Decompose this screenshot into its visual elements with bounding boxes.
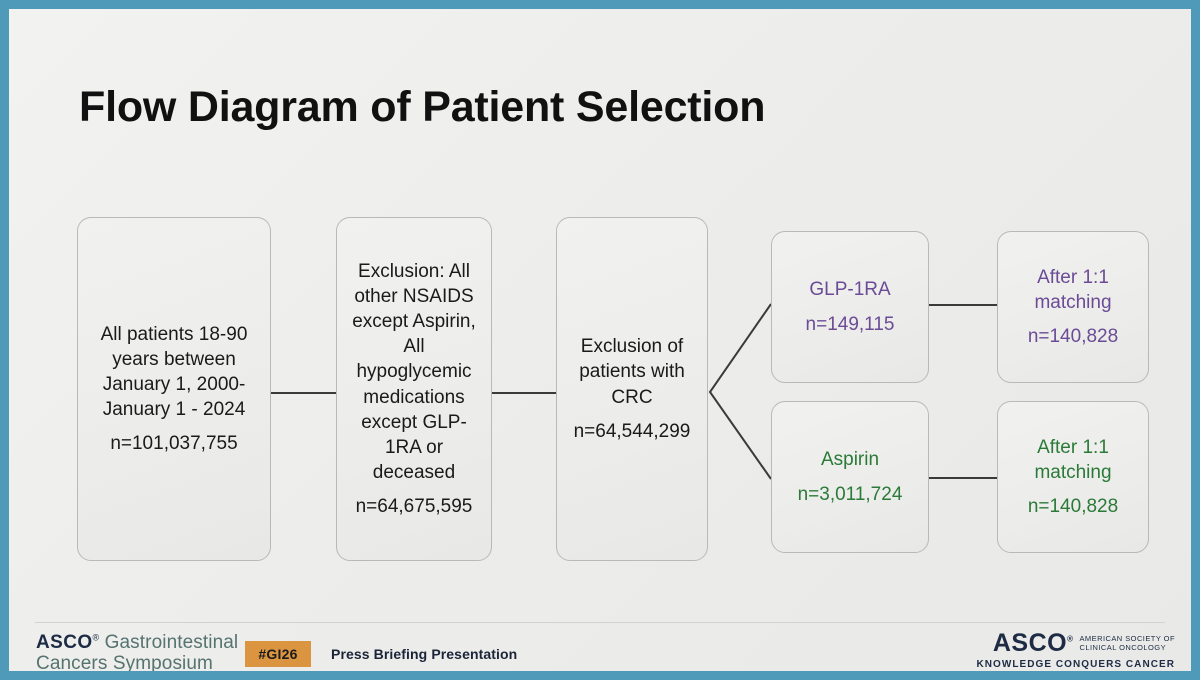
connector-exclusion-to-crc (492, 392, 557, 394)
flow-box-count: n=140,828 (1027, 326, 1119, 348)
flow-box-count: n=101,037,755 (110, 433, 238, 455)
flow-box-aspirin: Aspirin n=3,011,724 (771, 401, 929, 553)
flow-box-exclusion-crc: Exclusion of patients with CRC n=64,544,… (556, 217, 708, 561)
flow-box-exclusion-meds: Exclusion: All other NSAIDS except Aspir… (336, 217, 492, 561)
flow-box-text: Aspirin (820, 449, 880, 471)
connector-all-to-exclusion (271, 392, 337, 394)
flow-box-glp1ra: GLP-1RA n=149,115 (771, 231, 929, 383)
symposium-name: Gastrointestinal Cancers Symposium (36, 632, 239, 675)
flow-box-text: Exclusion: All other NSAIDS except Aspir… (352, 261, 476, 483)
asco-wordmark: ASCO (36, 632, 93, 653)
registered-mark-icon: ® (1067, 634, 1074, 644)
page-title: Flow Diagram of Patient Selection (79, 83, 766, 131)
asco-society-name: AMERICAN SOCIETY OF CLINICAL ONCOLOGY (1079, 634, 1175, 653)
flow-box-count: n=64,544,299 (573, 420, 691, 442)
flow-box-all-patients: All patients 18-90 years between January… (77, 217, 271, 561)
flow-box-aspirin-matched: After 1:1 matching n=140,828 (997, 401, 1149, 553)
slide-footer: ASCO® Gastrointestinal Cancers Symposium (9, 627, 1191, 675)
flow-box-count: n=140,828 (1027, 496, 1119, 518)
asco-tagline: KNOWLEDGE CONQUERS CANCER (976, 659, 1175, 670)
flow-box-count: n=3,011,724 (797, 483, 903, 505)
flow-box-count: n=64,675,595 (355, 495, 473, 517)
branch-connector (708, 303, 772, 480)
flow-box-text: GLP-1RA (809, 279, 891, 301)
asco-logo-wordmark: ASCO® (993, 631, 1074, 656)
flow-box-text: All patients 18-90 years between January… (100, 323, 248, 421)
flow-box-count: n=149,115 (805, 313, 895, 335)
connector-aspirin-to-matching (929, 477, 998, 479)
footer-divider (35, 622, 1165, 623)
asco-logo-text: ASCO (992, 629, 1068, 657)
press-briefing-label: Press Briefing Presentation (331, 646, 518, 662)
asco-symposium-logo: ASCO® Gastrointestinal Cancers Symposium (36, 632, 239, 675)
registered-mark-icon: ® (92, 632, 100, 643)
hashtag-badge: #GI26 (245, 641, 311, 667)
asco-corporate-logo: ASCO® AMERICAN SOCIETY OF CLINICAL ONCOL… (976, 631, 1175, 671)
flow-box-glp1ra-matched: After 1:1 matching n=140,828 (997, 231, 1149, 383)
flow-box-text: After 1:1 matching (1034, 266, 1112, 313)
flow-box-text: Exclusion of patients with CRC (579, 336, 685, 408)
flow-box-text: After 1:1 matching (1034, 436, 1112, 483)
connector-glp-to-matching (929, 304, 998, 306)
asco-logo-row: ASCO® AMERICAN SOCIETY OF CLINICAL ONCOL… (977, 631, 1175, 656)
